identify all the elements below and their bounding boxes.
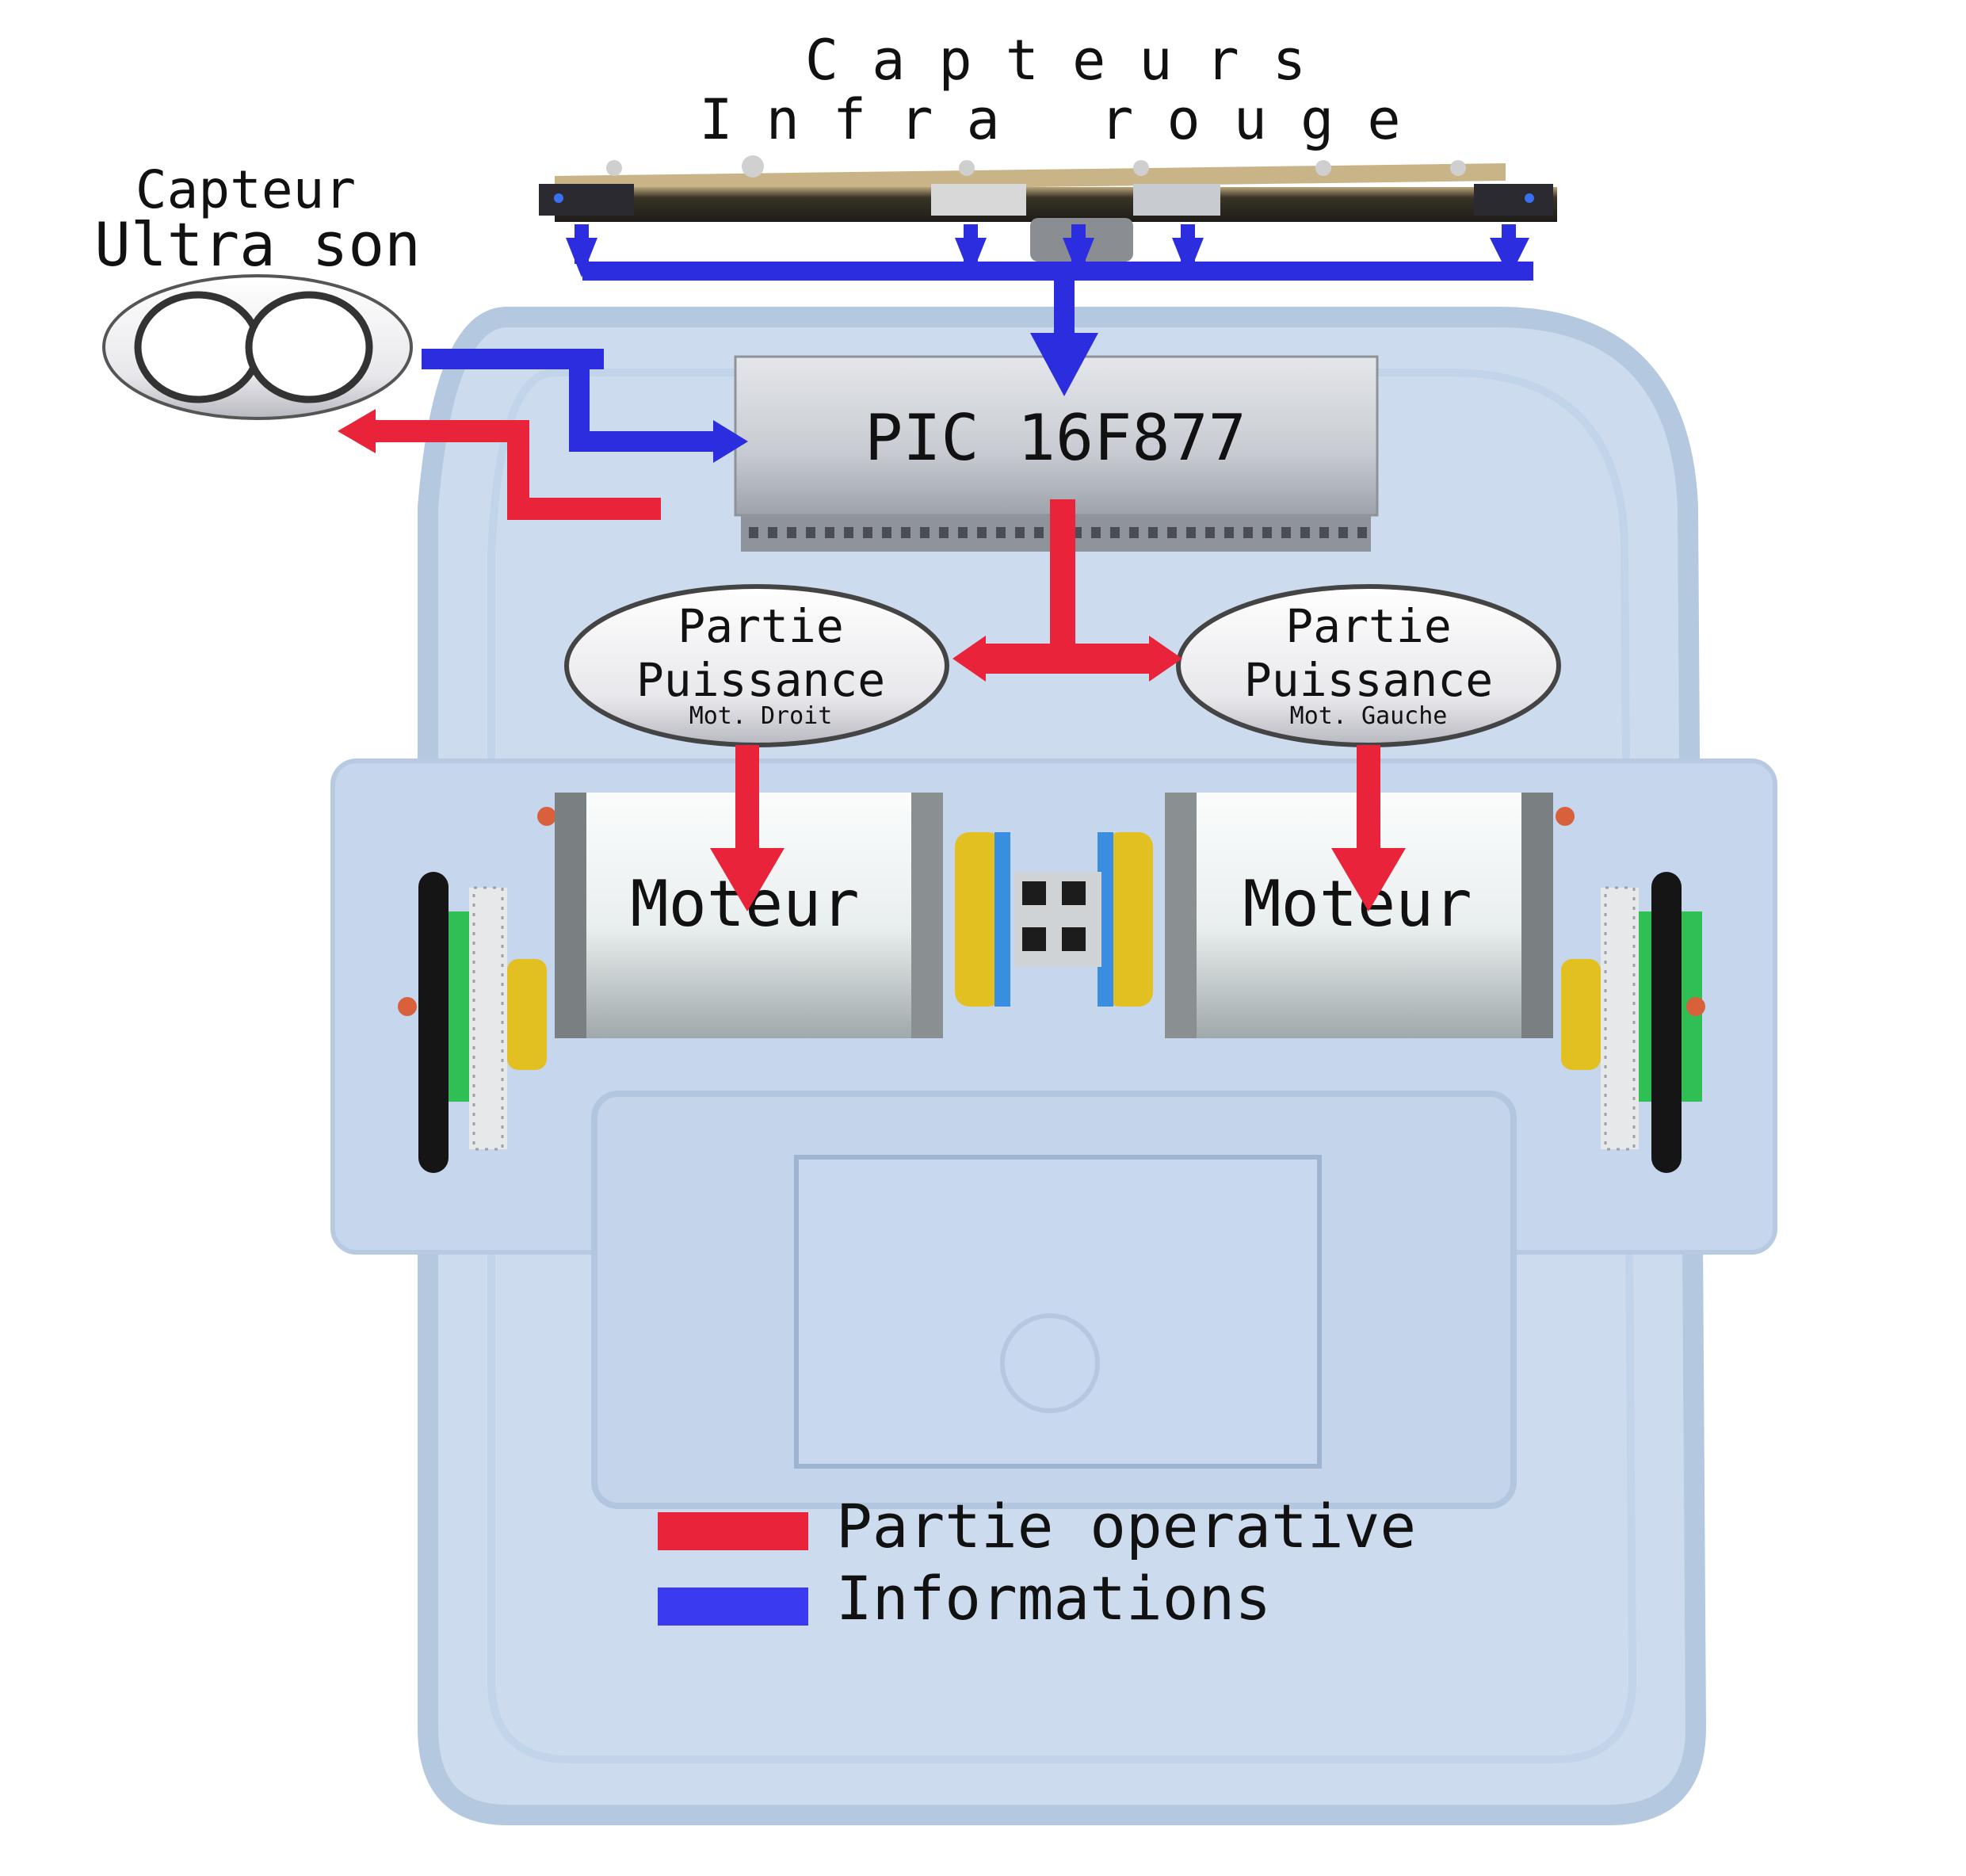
power-left-sub: Mot. Droit bbox=[689, 702, 833, 730]
legend-swatch-information bbox=[658, 1588, 808, 1626]
left-motor: Moteur bbox=[555, 793, 943, 1038]
right-wheel-assembly bbox=[1556, 807, 1705, 1173]
ir-title-line2: I n f r a r o u g e bbox=[699, 87, 1400, 152]
power-right-line2: Puissance bbox=[1244, 653, 1493, 707]
ir-title-line1: C a p t e u r s bbox=[805, 28, 1306, 93]
power-right-line1: Partie bbox=[1285, 599, 1452, 653]
power-left-line2: Puissance bbox=[636, 653, 885, 707]
left-wheel-assembly bbox=[398, 807, 556, 1173]
pic-label: PIC 16F877 bbox=[865, 401, 1246, 475]
operative-arrows bbox=[338, 409, 1406, 911]
legend-label-operative: Partie operative bbox=[836, 1491, 1416, 1561]
legend: Partie operative Informations bbox=[658, 1491, 1416, 1633]
legend-label-information: Informations bbox=[836, 1563, 1271, 1633]
us-title-line2: Ultra son bbox=[94, 209, 421, 280]
legend-swatch-operative bbox=[658, 1512, 808, 1550]
power-right-sub: Mot. Gauche bbox=[1290, 702, 1448, 730]
power-stage-left-motor: Partie Puissance Mot. Gauche bbox=[1176, 584, 1561, 747]
information-arrows bbox=[422, 224, 1533, 463]
us-title-line1: Capteur bbox=[136, 159, 356, 220]
power-stage-right-motor: Partie Puissance Mot. Droit bbox=[564, 584, 949, 747]
ir-sensor-board-icon bbox=[539, 155, 1557, 262]
power-left-line1: Partie bbox=[678, 599, 844, 653]
motor-coupling bbox=[955, 832, 1153, 1007]
ultrasonic-sensor-icon bbox=[102, 274, 413, 420]
